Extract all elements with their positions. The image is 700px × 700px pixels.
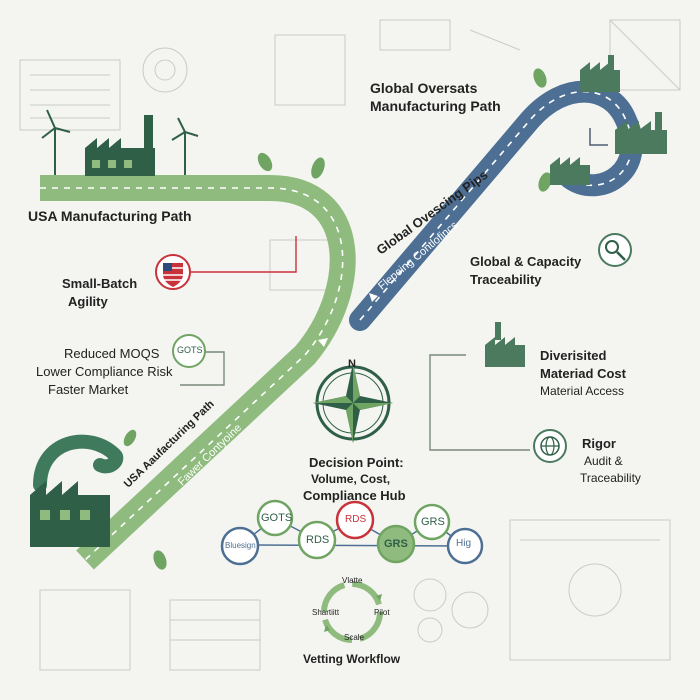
diversified-factory-icon: [485, 322, 525, 367]
leaf-icon: [123, 68, 552, 570]
connector-lines: [180, 236, 530, 451]
rigor-label: Rigor: [582, 436, 616, 451]
global-path-title-1: Global Oversats: [370, 80, 478, 96]
workflow-bottom-label: Scale: [344, 633, 365, 642]
lower-compliance-label: Lower Compliance Risk: [36, 364, 173, 379]
workflow-top-label: Vlatte: [342, 576, 363, 585]
material-access-label: Material Access: [540, 384, 625, 398]
wind-turbine-icon: [41, 109, 199, 175]
background-sketches: [19, 19, 681, 671]
magnifier-icon: [598, 233, 632, 267]
gots-badge-label: GOTS: [177, 345, 203, 355]
faster-market-label: Faster Market: [48, 382, 129, 397]
decision-line-1: Decision Point:: [309, 455, 404, 470]
small-batch-label: Small-Batch: [62, 276, 138, 291]
global-road: [349, 80, 643, 331]
compass-icon: [313, 363, 393, 443]
global-factory-icon: [550, 55, 667, 185]
vetting-cycle-icon: [321, 581, 383, 643]
reduced-moqs-label: Reduced MOQS: [64, 346, 160, 361]
audit-label: Audit &: [584, 454, 623, 468]
road-arrows: [318, 293, 378, 347]
compass-n-label: N: [348, 358, 356, 370]
cert-grs-label-1: GRS: [384, 538, 408, 550]
usa-path-title: USA Manufacturing Path: [28, 208, 192, 224]
cert-rds-label-1: RDS: [306, 534, 330, 546]
agility-label: Agility: [68, 294, 108, 309]
gots-badge-circle: [172, 334, 206, 368]
diversified-label: Diverisited: [540, 348, 607, 363]
globe-audit-icon: [533, 429, 567, 463]
connector-arrow: [589, 128, 608, 146]
global-capacity-label: Global & Capacity: [470, 254, 582, 269]
cert-bluesign-label: Bluesign: [225, 541, 256, 550]
decision-line-3: Compliance Hub: [303, 488, 406, 503]
workflow-right-label: Pilot: [374, 608, 390, 617]
certification-badges: [220, 499, 484, 566]
cert-gots-label: GOTS: [261, 512, 293, 524]
material-cost-label: Materiad Cost: [540, 366, 626, 381]
global-traceability-label: Traceability: [470, 272, 542, 287]
cert-grs-label-2: GRS: [421, 516, 445, 528]
usa-factory-large-icon: [30, 434, 124, 547]
usa-road: [40, 175, 356, 570]
decision-line-2: Volume, Cost,: [311, 472, 391, 486]
traceability-label: Traceability: [580, 471, 641, 485]
usa-flag-shield-icon: [155, 254, 191, 290]
vetting-workflow-title: Vetting Workflow: [303, 652, 401, 666]
cert-hig-label: Hig: [456, 538, 472, 549]
workflow-left-label: Shartiitt: [312, 608, 340, 617]
cert-rds-label-2: RDS: [345, 514, 367, 525]
usa-factory-icon: [85, 115, 155, 176]
global-path-title-2: Manufacturing Path: [370, 98, 501, 114]
